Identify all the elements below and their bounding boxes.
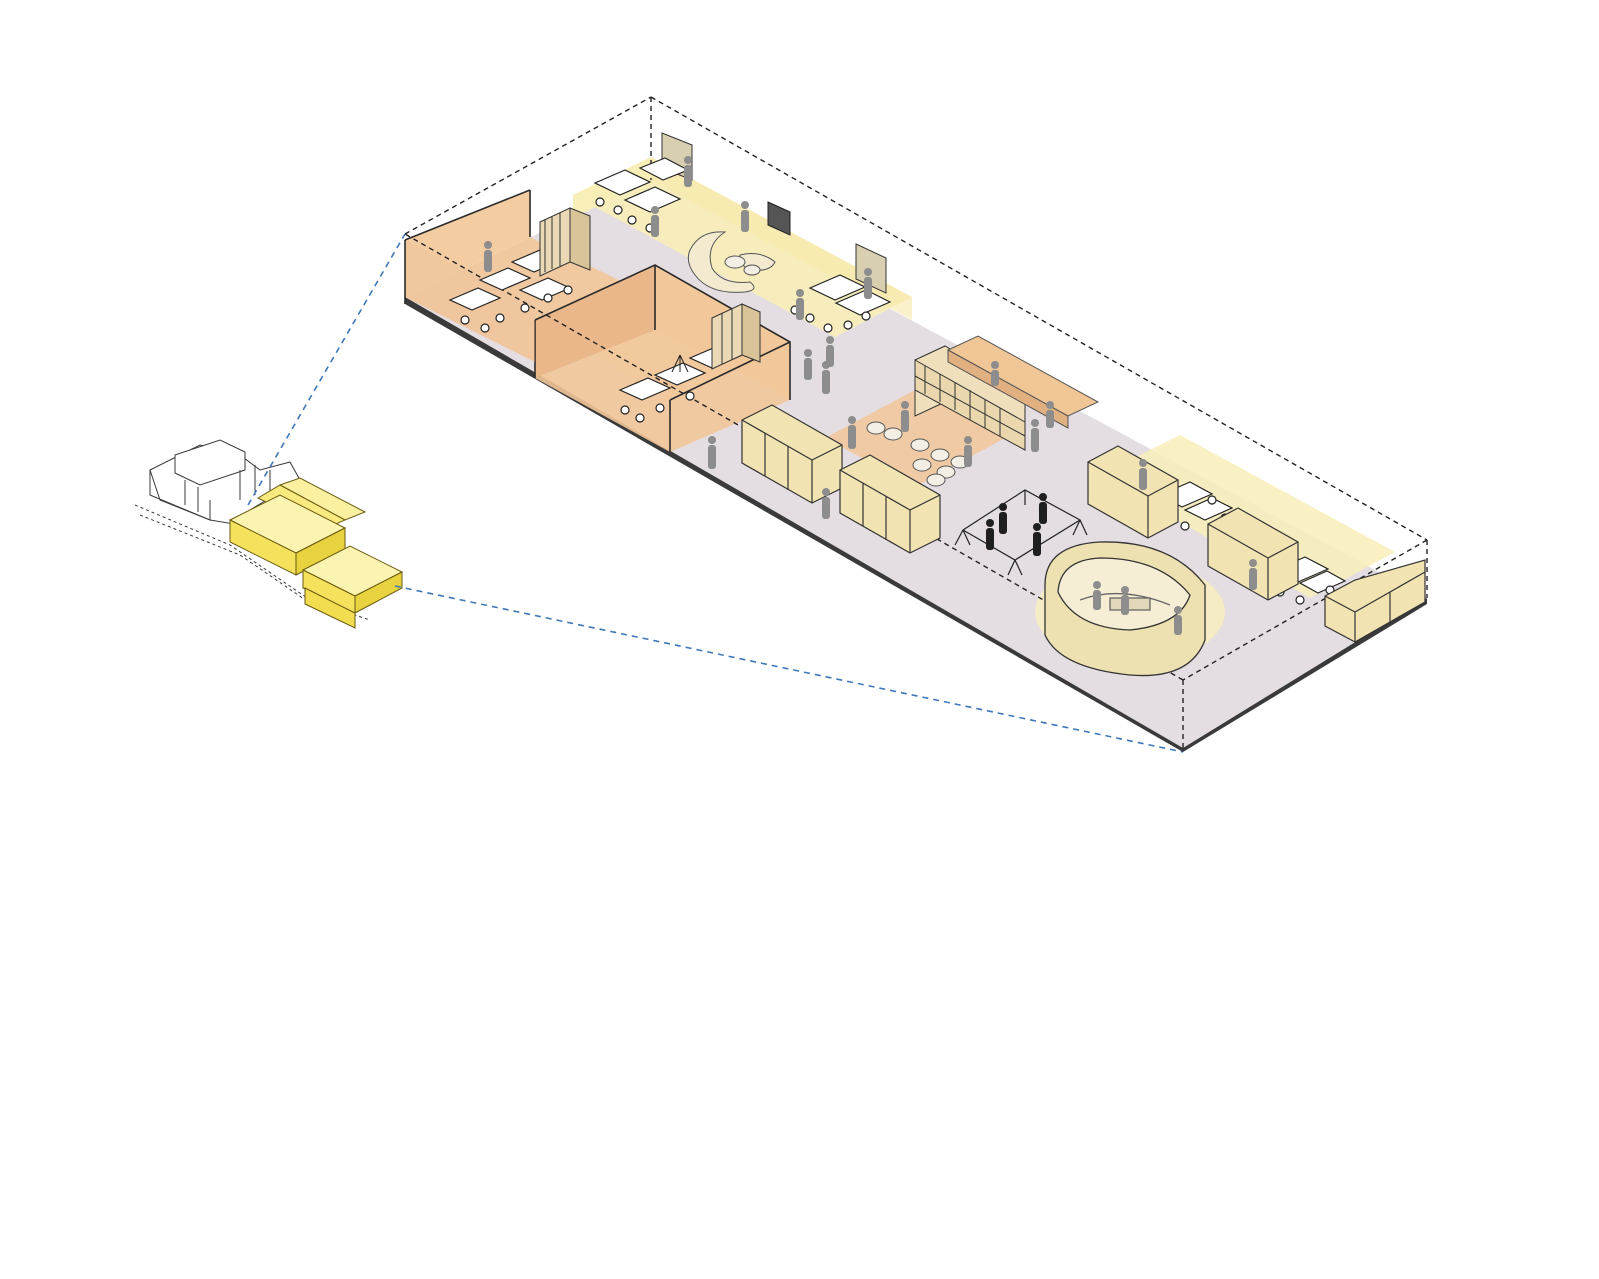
person-icon	[964, 436, 972, 467]
pouf-icon	[724, 255, 970, 487]
person-icon	[1031, 419, 1039, 452]
person-icon	[684, 156, 692, 187]
highlighted-building-volumes	[228, 477, 404, 629]
site-key-plan	[134, 439, 404, 629]
bookshelf-icon	[1324, 559, 1426, 643]
person-icon	[1121, 586, 1129, 615]
makerspace-people	[986, 493, 1047, 556]
person-icon	[484, 241, 492, 272]
bookshelf-icon	[1207, 507, 1299, 601]
person-icon	[1249, 559, 1257, 590]
person-icon	[991, 361, 999, 386]
person-icon	[1039, 493, 1047, 524]
person-icon	[1093, 581, 1101, 610]
person-icon	[822, 488, 830, 519]
people	[484, 156, 1257, 635]
bookshelf-icon	[1087, 445, 1179, 539]
person-icon	[708, 436, 716, 469]
floor-edge-right	[1183, 598, 1427, 752]
person-icon	[986, 519, 994, 550]
person-icon	[1174, 606, 1182, 635]
person-icon	[822, 361, 830, 394]
person-icon	[826, 336, 834, 367]
bookshelf-icon	[539, 207, 591, 277]
person-icon	[741, 201, 749, 232]
person-icon	[804, 349, 812, 380]
person-icon	[651, 206, 659, 237]
bookshelf-icon	[711, 303, 761, 370]
whiteboard-icon	[855, 243, 887, 294]
person-icon	[1139, 459, 1147, 490]
volume-outline	[404, 96, 1428, 748]
desk-cluster-icon	[593, 157, 690, 233]
screen-icon	[767, 201, 791, 236]
context-buildings	[134, 439, 371, 621]
person-icon	[1033, 523, 1041, 556]
person-icon	[796, 289, 804, 320]
desk-cluster-icon	[618, 345, 742, 423]
person-icon	[848, 416, 856, 449]
person-icon	[1046, 401, 1054, 428]
person-icon	[999, 503, 1007, 534]
callout-lines	[247, 233, 1184, 753]
tripod-icon	[671, 354, 689, 373]
person-icon	[864, 268, 872, 299]
bookshelf-icon	[839, 454, 941, 554]
desk-cluster-icon	[448, 249, 573, 333]
bench-icon	[946, 335, 1100, 429]
person-icon	[901, 401, 909, 432]
bookshelf-icon	[914, 345, 1026, 451]
